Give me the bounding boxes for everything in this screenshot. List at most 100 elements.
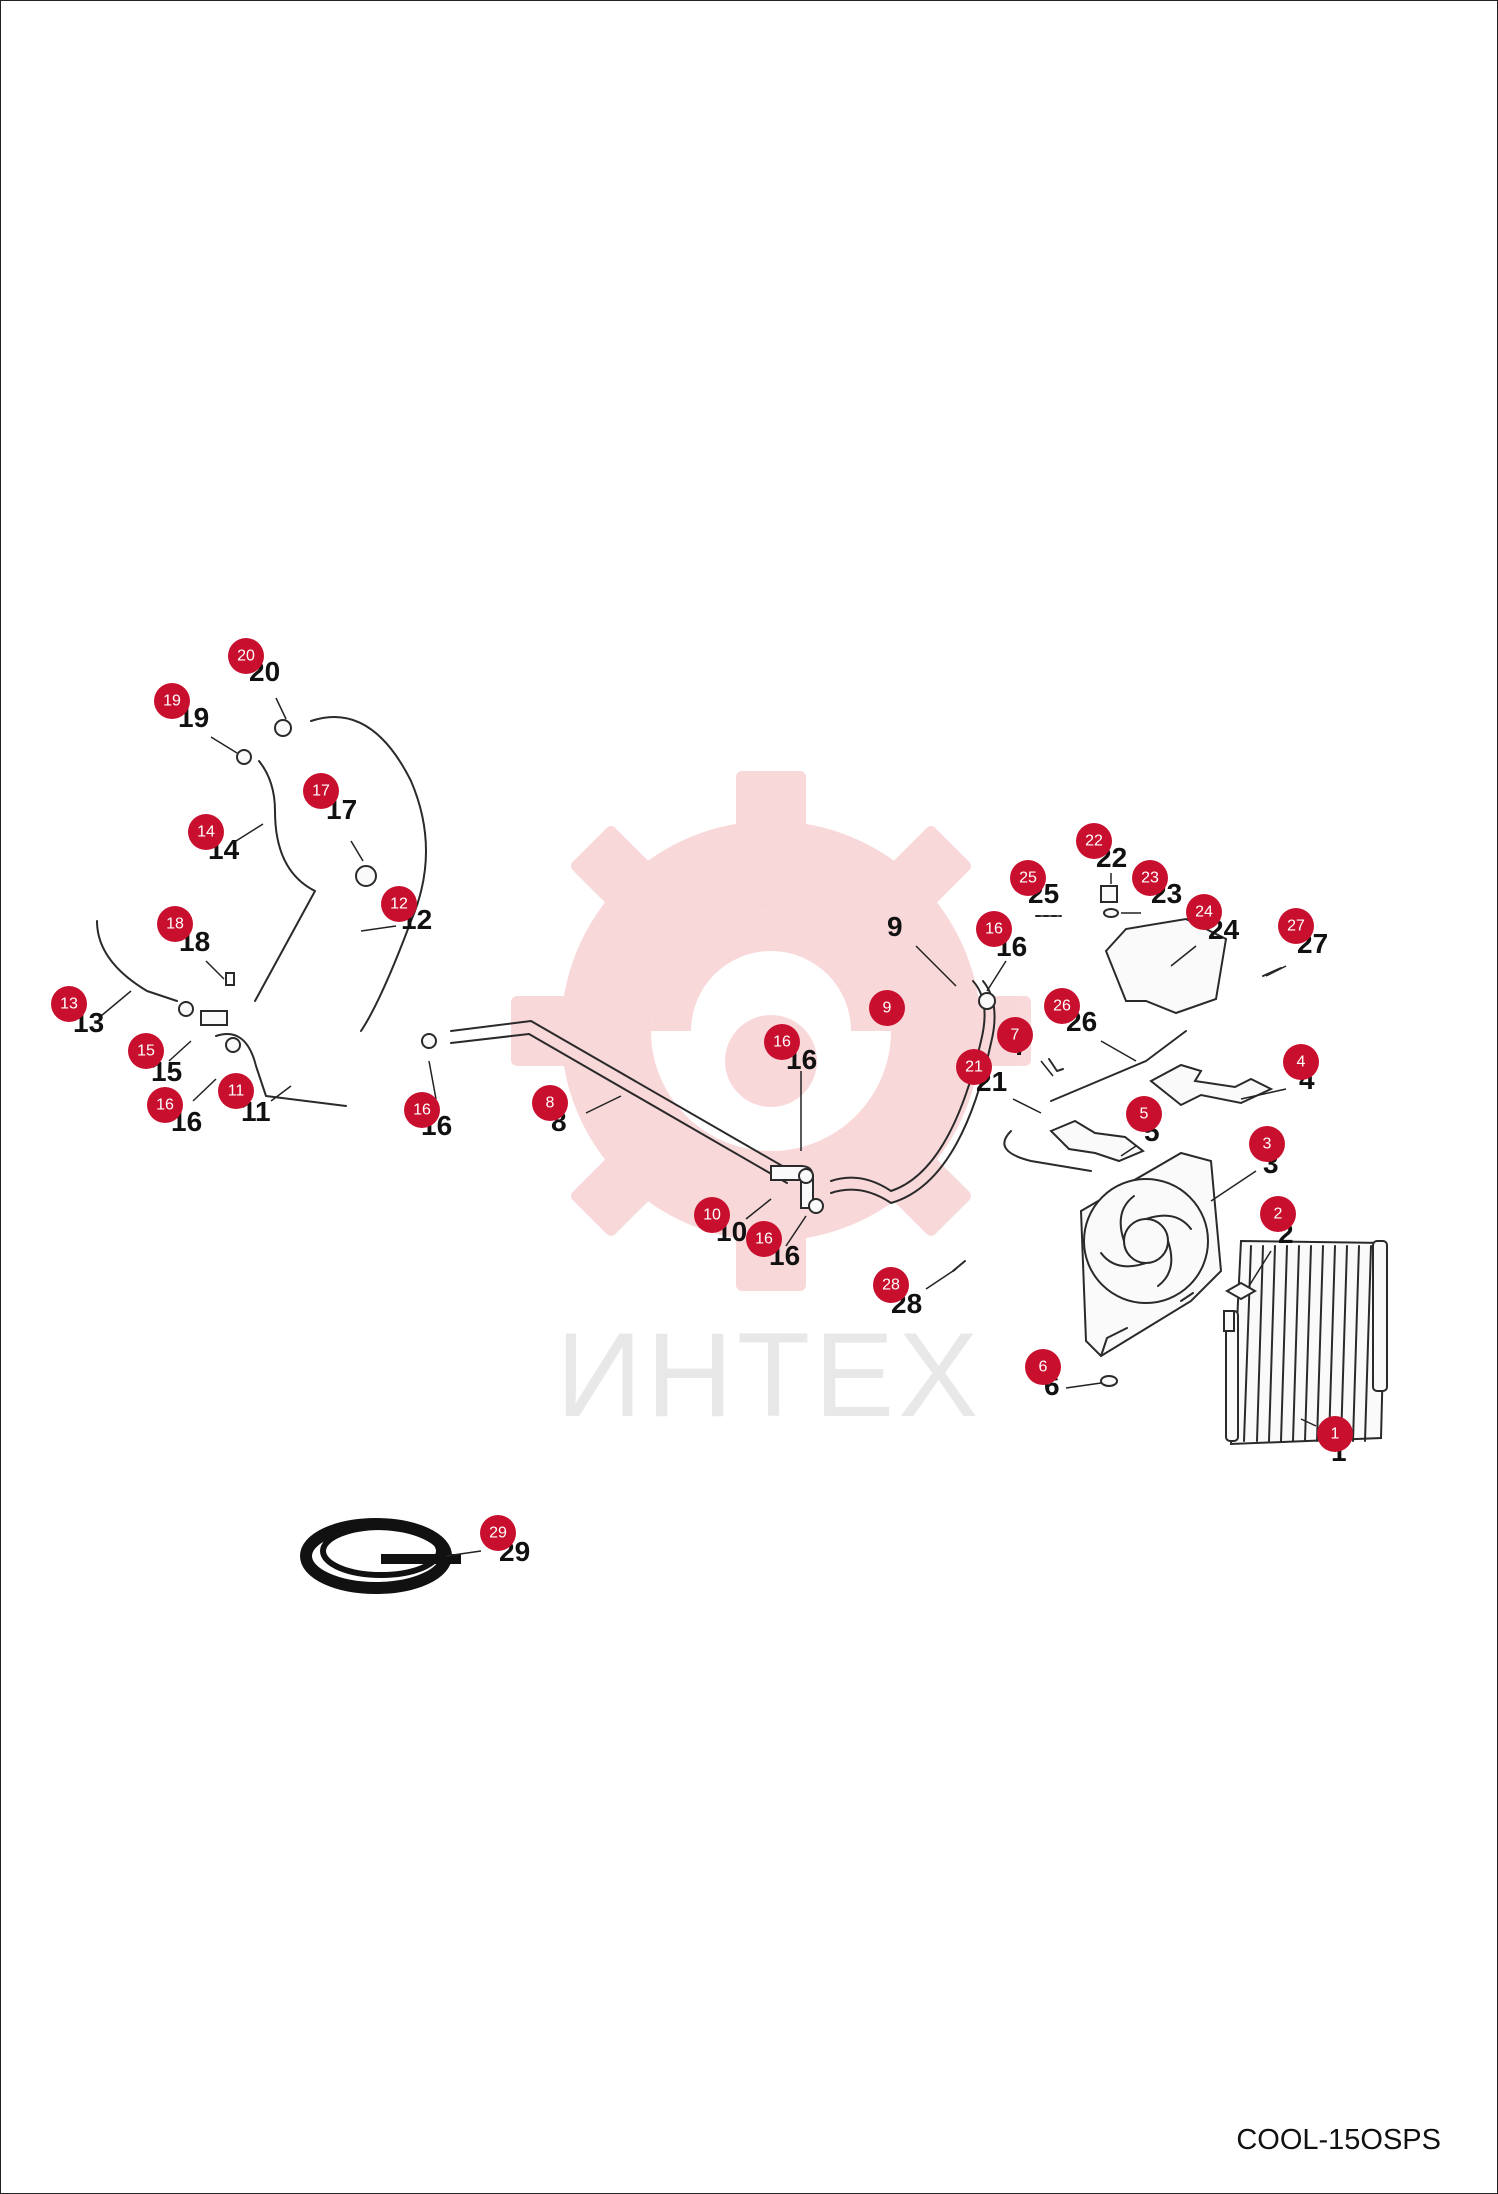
hose-part-11: [215, 1033, 347, 1107]
callout-badge-number: 19: [163, 693, 181, 710]
callout-leader-line: [1170, 945, 1197, 967]
clip-part-20: [274, 719, 292, 737]
callout-badge-number: 16: [413, 1102, 431, 1119]
callout-badge-number: 25: [1019, 870, 1037, 887]
callout-badge: [956, 1049, 992, 1085]
callout-badge: [1278, 908, 1314, 944]
callout-2: 22: [1248, 1196, 1296, 1287]
callout-badge-number: 21: [965, 1059, 983, 1076]
callout-leader-line: [986, 960, 1007, 992]
callout-badge: [1010, 860, 1046, 896]
callout-badge-number: 13: [60, 996, 78, 1013]
callout-leader-line: [1240, 1088, 1287, 1100]
callout-badge-number: 16: [773, 1034, 791, 1051]
callout-badge: [1260, 1196, 1296, 1232]
callout-leader-line: [1265, 965, 1287, 977]
callout-badge-number: 5: [1140, 1106, 1149, 1123]
callout-leader-line: [1012, 1098, 1042, 1114]
callout-number-label: 9: [887, 911, 903, 942]
fan-shroud-part: [1079, 1151, 1223, 1358]
callout-leader-line: [168, 1040, 192, 1062]
callout-badge: [1044, 988, 1080, 1024]
callout-leader-line: [1120, 1145, 1137, 1157]
callout-badge-number: 26: [1053, 998, 1071, 1015]
callout-badge: [147, 1087, 183, 1123]
hose-part-21: [1003, 1130, 1092, 1172]
callout-badge-number: 28: [882, 1277, 900, 1294]
callout-badge-number: 15: [137, 1043, 155, 1060]
callout-badge: [404, 1092, 440, 1128]
seal-part-23: [1103, 908, 1119, 918]
callout-leader-line: [745, 1198, 772, 1220]
clip-part-19: [236, 749, 252, 765]
callout-leader-line: [360, 925, 397, 932]
callout-badge: [303, 773, 339, 809]
callout-leader-line: [1210, 1170, 1257, 1202]
callout-leader-line: [350, 840, 364, 862]
callout-badge-number: 10: [703, 1207, 721, 1224]
bracket-part-4: [1149, 1063, 1274, 1107]
clip-part-17: [355, 865, 377, 887]
callout-badge: [157, 906, 193, 942]
bracket-part-5: [1049, 1119, 1145, 1163]
callout-badge-number: 18: [166, 916, 184, 933]
cap-part-22: [1100, 885, 1118, 903]
callout-leader-line: [925, 1268, 957, 1290]
callout-9: 99: [869, 911, 957, 1026]
callout-badge-number: 7: [1011, 1027, 1020, 1044]
clip-part-7: [1048, 1058, 1064, 1072]
callout-badge-number: 16: [156, 1097, 174, 1114]
callout-badge: [1076, 823, 1112, 859]
callout-leader-line: [1248, 1250, 1272, 1287]
hose-part-9: [830, 980, 986, 1192]
callout-leader-line: [785, 1215, 807, 1247]
callout-badge-number: 22: [1085, 833, 1103, 850]
callout-badge: [128, 1033, 164, 1069]
callout-badge: [381, 886, 417, 922]
callout-leader-line: [210, 736, 238, 754]
callout-badge: [51, 986, 87, 1022]
callout-5: 55: [1120, 1096, 1162, 1157]
diagram-code-label: COOL-15OSPS: [1236, 2124, 1441, 2156]
callout-leader-line: [1300, 1418, 1317, 1427]
callout-badge: [694, 1197, 730, 1233]
callout-badge: [1186, 894, 1222, 930]
callout-leader-line: [1065, 1382, 1102, 1389]
callout-leader-line: [1040, 1060, 1054, 1077]
callout-leader-line: [235, 823, 264, 842]
callout-leader-line: [585, 1095, 622, 1114]
callout-badge: [228, 638, 264, 674]
callout-badge-number: 2: [1274, 1206, 1283, 1223]
callout-badge: [532, 1085, 568, 1121]
coiled-hose-part-29: [300, 1518, 461, 1594]
callout-badge: [1317, 1416, 1353, 1452]
callout-badge: [218, 1073, 254, 1109]
callout-badge: [480, 1515, 516, 1551]
callout-badge-number: 23: [1141, 870, 1159, 887]
callout-badge-number: 29: [489, 1525, 507, 1542]
callout-badge-number: 11: [228, 1083, 245, 1100]
clip-part-18: [225, 972, 235, 986]
nut-part-6: [1100, 1375, 1118, 1387]
callout-badge: [1126, 1096, 1162, 1132]
callout-badge-number: 8: [546, 1095, 555, 1112]
callout-badge: [746, 1221, 782, 1257]
callout-badge: [1283, 1044, 1319, 1080]
